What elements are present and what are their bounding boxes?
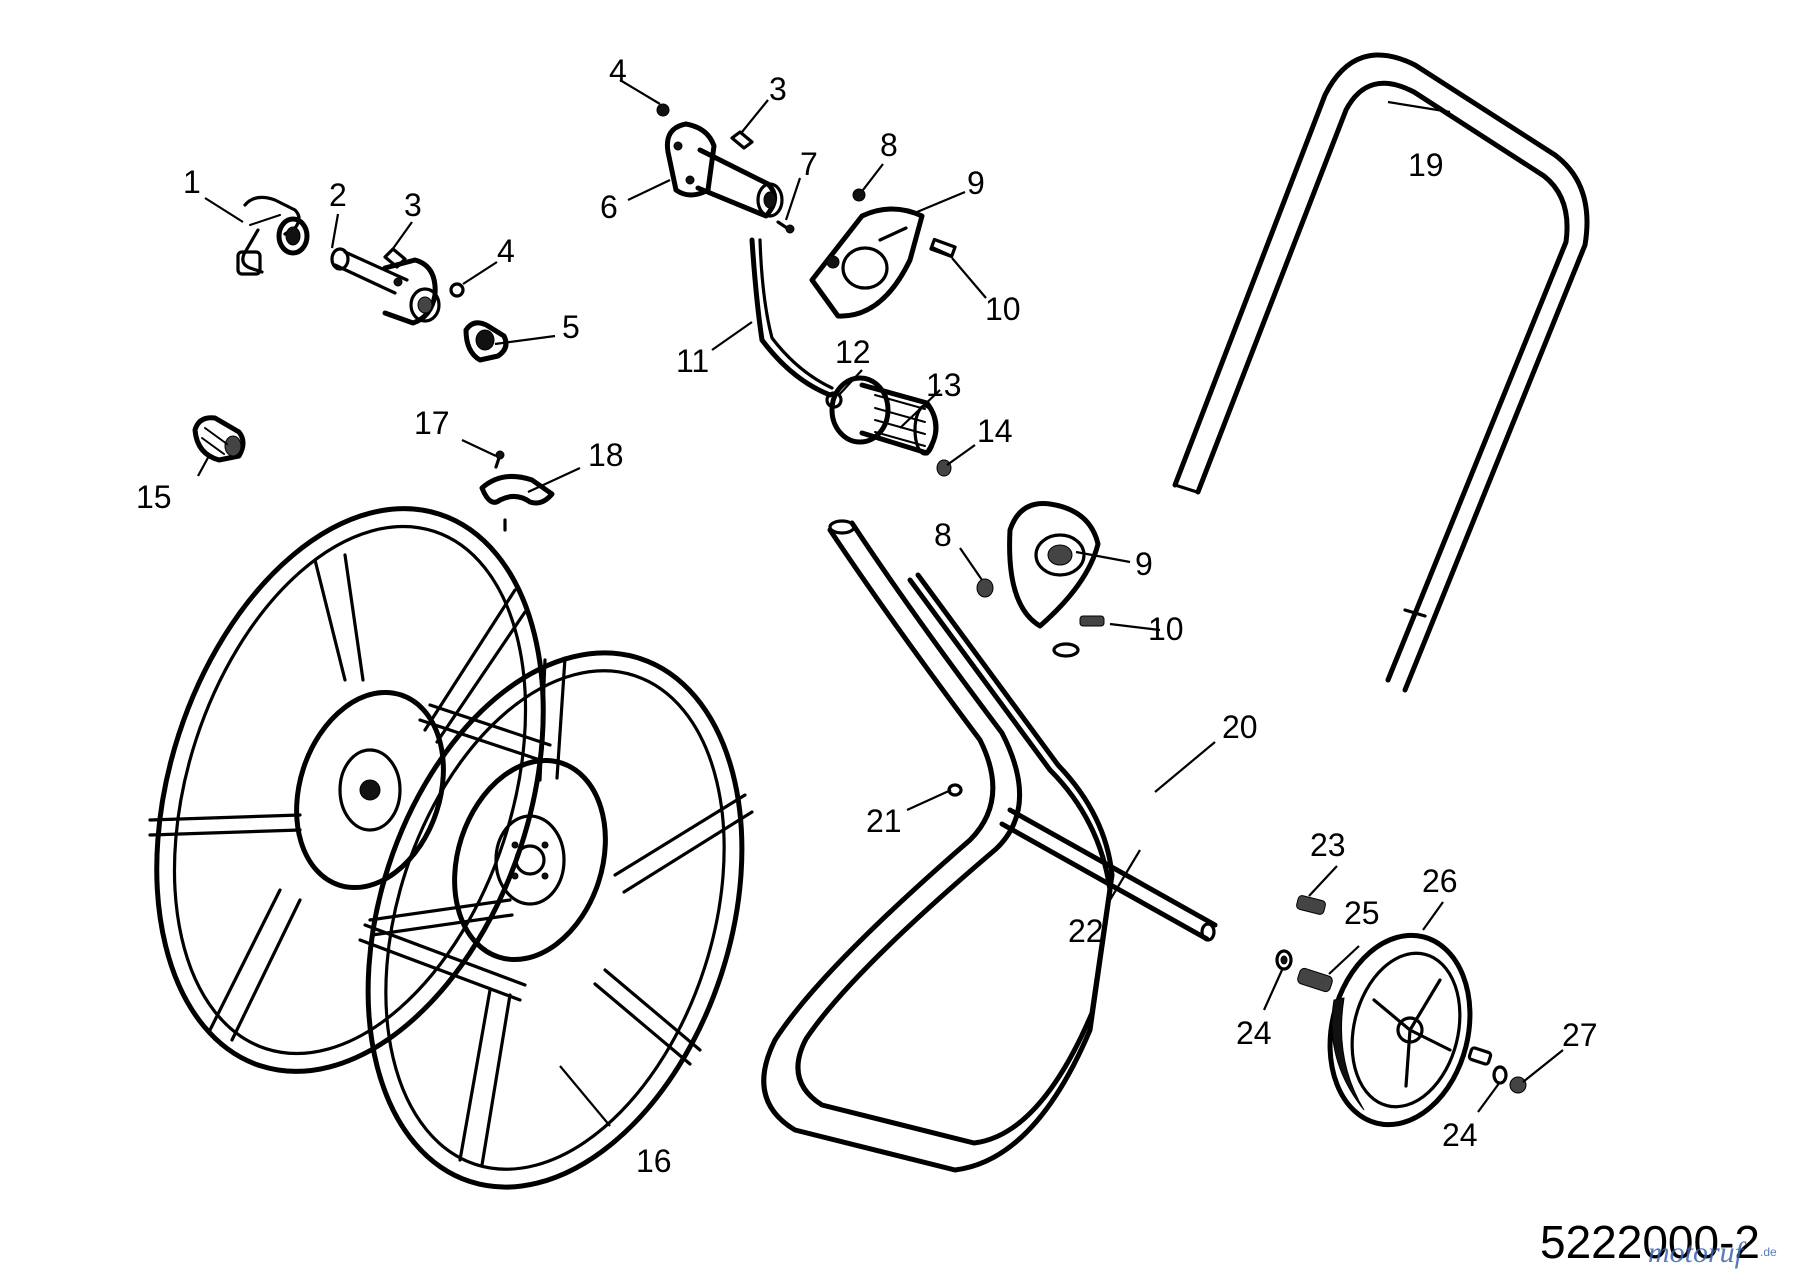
part-3-screw-top [730,130,754,150]
callout-13: 13 [926,367,962,403]
callout-4-top: 4 [609,53,627,89]
callout-26: 26 [1422,863,1458,899]
leader-lines [197,79,1564,1127]
part-4-nut-lower [449,282,465,298]
callout-9-top: 9 [967,165,985,201]
part-9-bracket-lower [1007,501,1101,629]
part-4-nut-top [656,103,670,117]
callout-21: 21 [866,803,902,839]
callout-23: 23 [1310,827,1346,863]
part-24-washer-left [1275,949,1293,971]
callout-4-lower: 4 [497,233,515,269]
part-10-pin-lower [1079,615,1105,627]
part-9-bracket-top [809,206,925,319]
callout-2: 2 [329,177,347,213]
callout-27: 27 [1562,1017,1598,1053]
part-8-nut-lower [976,578,994,598]
part-25-axle-pin [1297,967,1333,993]
callout-7: 7 [800,146,818,182]
part-2-hub-shaft [330,247,441,326]
callout-19: 19 [1408,147,1444,183]
callout-8-lower: 8 [934,517,952,553]
callout-8-top: 8 [880,127,898,163]
callout-22: 22 [1068,913,1104,949]
callout-9-lower: 9 [1135,546,1153,582]
callout-11: 11 [676,343,709,379]
part-13-splined-hub [829,375,939,456]
callout-16: 16 [636,1143,672,1179]
drawing-number: 5222000-2 [1540,1216,1760,1268]
callout-14: 14 [977,413,1013,449]
part-26-wheel [1327,932,1473,1128]
part-1-tap-connector [236,195,310,276]
part-27-wheel-nut [1467,1046,1527,1094]
callout-labels: 1 2 3 3 4 4 5 6 7 8 8 9 9 10 10 11 12 13… [136,53,1598,1179]
part-24-washer-right [1492,1065,1508,1085]
part-23-spacer [1296,895,1326,915]
callout-10-lower: 10 [1148,611,1184,647]
part-22-axle [999,807,1218,942]
callout-17: 17 [414,405,450,441]
callout-18: 18 [588,437,624,473]
callout-6: 6 [600,189,618,225]
part-3-screw-lower [383,247,407,269]
callout-3-lower: 3 [404,187,422,223]
part-16-reel-drum [148,506,754,1190]
callout-1: 1 [183,164,201,200]
part-11-tube [749,237,834,398]
part-20-frame [761,519,1115,1173]
callout-15: 15 [136,479,172,515]
part-18-hose-clip [479,473,555,532]
part-8-nut-top [852,188,866,202]
callout-10-top: 10 [985,291,1021,327]
callout-25: 25 [1344,895,1380,931]
callout-20: 20 [1222,709,1258,745]
watermark-suffix: .de [1760,1245,1777,1259]
part-5-hose-connector [463,320,509,363]
callout-3-top: 3 [769,71,787,107]
part-17-screw [494,450,505,469]
callout-5: 5 [562,309,580,345]
callout-12: 12 [835,334,871,370]
part-19-handle [1172,52,1590,693]
callout-24-left: 24 [1236,1015,1272,1051]
part-7-screw [776,220,795,234]
watermark-logo: motoruf [1648,1236,1747,1269]
part-10-pin-top [929,237,957,259]
part-15-hose-coupling [192,415,246,463]
part-6-flanged-hub [664,121,784,219]
callout-24-right: 24 [1442,1117,1478,1153]
